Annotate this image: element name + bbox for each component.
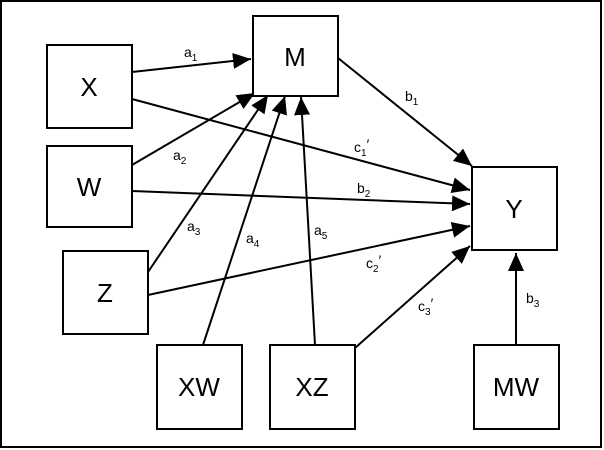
edge-a5 bbox=[294, 96, 316, 346]
node-box-x bbox=[46, 44, 133, 129]
edge-b2 bbox=[131, 190, 471, 212]
edge-label-a1: a1 bbox=[184, 44, 198, 64]
edge-label-a3: a3 bbox=[187, 218, 201, 238]
node-box-mw bbox=[473, 344, 560, 430]
edge-c2-prime bbox=[147, 221, 471, 296]
edge-label-b3: b3 bbox=[526, 290, 540, 310]
edge-b1 bbox=[337, 57, 473, 167]
node-label-m: M bbox=[284, 42, 306, 72]
edge-label-c1-prime: c1′ bbox=[354, 136, 370, 159]
edge-label-c2-prime: c2′ bbox=[366, 252, 382, 275]
node-box-y bbox=[471, 166, 558, 251]
node-label-z: Z bbox=[97, 278, 113, 308]
edge-a2 bbox=[131, 92, 256, 166]
edge-a3 bbox=[147, 94, 269, 273]
node-box-xz bbox=[269, 344, 356, 430]
edge-label-b1: b1 bbox=[405, 88, 419, 108]
edge-c1-prime bbox=[131, 98, 471, 194]
node-label-y: Y bbox=[505, 194, 522, 224]
node-label-mw: MW bbox=[493, 372, 540, 402]
edge-a1 bbox=[131, 53, 252, 73]
node-label-x: X bbox=[80, 72, 97, 102]
edge-label-b2: b2 bbox=[357, 180, 371, 200]
edge-label-a5: a5 bbox=[314, 222, 328, 242]
node-label-xz: XZ bbox=[295, 372, 328, 402]
node-box-z bbox=[62, 250, 149, 335]
edge-c3-prime bbox=[354, 245, 471, 349]
edge-label-c3-prime: c3′ bbox=[418, 295, 434, 318]
edge-label-a2: a2 bbox=[173, 147, 187, 167]
node-label-w: W bbox=[77, 172, 102, 202]
node-box-w bbox=[46, 145, 133, 228]
node-box-xw bbox=[156, 344, 243, 430]
node-label-xw: XW bbox=[178, 372, 220, 402]
node-box-m bbox=[252, 15, 339, 97]
edge-label-a4: a4 bbox=[246, 230, 260, 250]
